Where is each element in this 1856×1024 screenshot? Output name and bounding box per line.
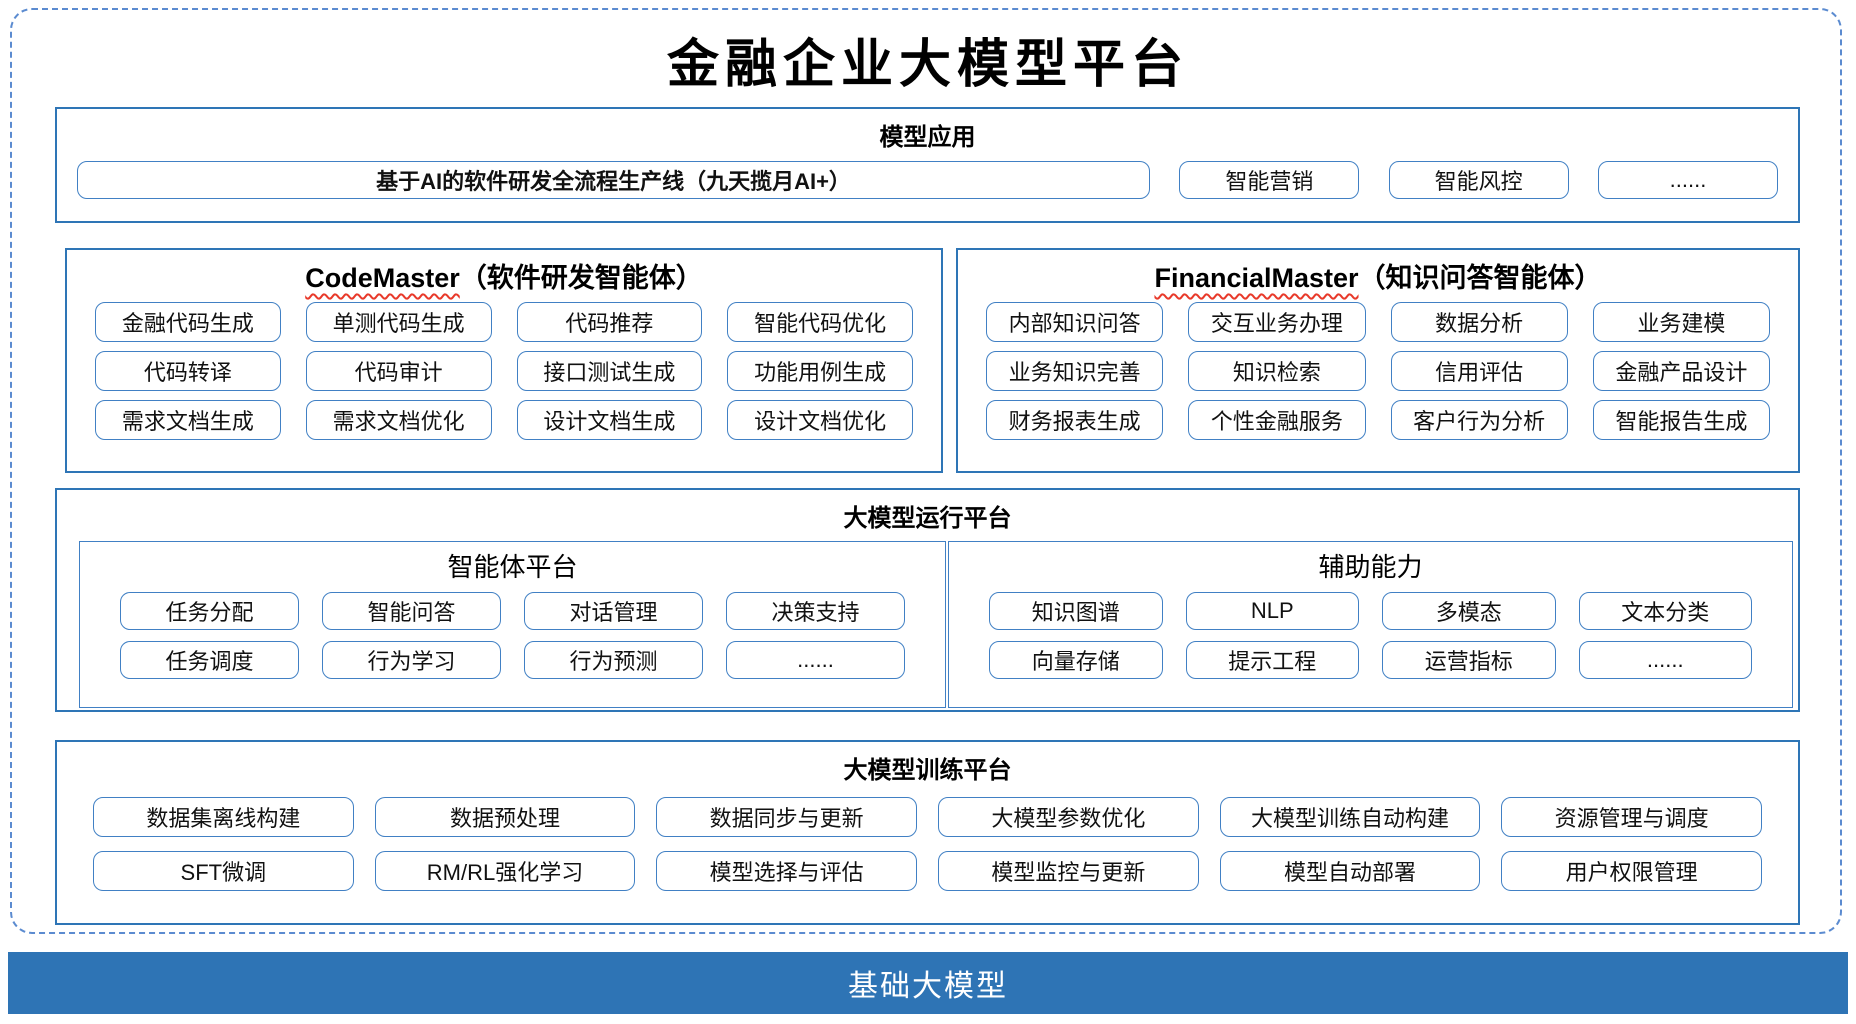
aux-capability-box: 提示工程 [1185, 641, 1359, 679]
training-capability-box: 大模型参数优化 [937, 797, 1199, 837]
agent-platform-box: 智能问答 [322, 592, 501, 630]
codemaster-title: CodeMaster（软件研发智能体） [67, 250, 941, 295]
runtime-inner-row: 智能体平台 任务分配 智能问答 对话管理 决策支持 任务调度 行为学习 行为预测… [57, 533, 1798, 708]
codemaster-capability-box: 功能用例生成 [727, 351, 913, 391]
section-model-apps: 模型应用 基于AI的软件研发全流程生产线（九天揽月AI+） 智能营销 智能风控 … [55, 107, 1800, 223]
training-capability-box: 数据预处理 [374, 797, 636, 837]
aux-capability-box: 知识图谱 [989, 592, 1163, 630]
financialmaster-capability-box: 个性金融服务 [1188, 400, 1366, 440]
section-codemaster: CodeMaster（软件研发智能体） 金融代码生成 单测代码生成 代码推荐 智… [65, 248, 943, 473]
financialmaster-capability-box: 信用评估 [1390, 351, 1568, 391]
training-capability-box: 用户权限管理 [1501, 851, 1762, 891]
aux-capability-box: NLP [1185, 592, 1359, 630]
codemaster-capability-box: 接口测试生成 [516, 351, 703, 391]
app-box-risk-control: 智能风控 [1388, 161, 1569, 199]
codemaster-capability-box: 代码推荐 [516, 302, 703, 342]
codemaster-capability-box: 单测代码生成 [305, 302, 492, 342]
training-capability-box: 模型选择与评估 [656, 851, 917, 891]
section-training-platform: 大模型训练平台 数据集离线构建 数据预处理 数据同步与更新 大模型参数优化 大模… [55, 740, 1800, 925]
codemaster-title-zh: （软件研发智能体） [459, 263, 703, 293]
agent-platform-box: 行为预测 [524, 641, 703, 679]
platform-diagram-frame [10, 8, 1842, 934]
aux-capability-box: 向量存储 [989, 641, 1163, 679]
app-box-ai-pipeline: 基于AI的软件研发全流程生产线（九天揽月AI+） [77, 161, 1150, 199]
financialmaster-capability-box: 客户行为分析 [1390, 400, 1568, 440]
training-capability-box: 模型监控与更新 [937, 851, 1199, 891]
financialmaster-capability-box: 智能报告生成 [1592, 400, 1770, 440]
financialmaster-capability-box: 知识检索 [1188, 351, 1366, 391]
financialmaster-grid: 内部知识问答 交互业务办理 数据分析 业务建模 业务知识完善 知识检索 信用评估… [958, 295, 1798, 440]
financialmaster-capability-box: 业务建模 [1592, 302, 1770, 342]
training-capability-box: 资源管理与调度 [1501, 797, 1762, 837]
financialmaster-title-zh: （知识问答智能体） [1358, 263, 1602, 293]
financialmaster-capability-box: 财务报表生成 [986, 400, 1164, 440]
model-apps-title: 模型应用 [879, 124, 976, 151]
aux-capability-box: 多模态 [1382, 592, 1556, 630]
agent-platform-box: 任务调度 [120, 641, 299, 679]
codemaster-capability-box: 智能代码优化 [727, 302, 913, 342]
training-capability-box: 大模型训练自动构建 [1219, 797, 1481, 837]
training-capability-box: SFT微调 [93, 851, 354, 891]
financialmaster-capability-box: 交互业务办理 [1188, 302, 1366, 342]
training-grid: 数据集离线构建 数据预处理 数据同步与更新 大模型参数优化 大模型训练自动构建 … [57, 785, 1798, 891]
codemaster-title-en: CodeMaster [305, 263, 460, 293]
aux-capability-panel: 辅助能力 知识图谱 NLP 多模态 文本分类 向量存储 提示工程 运营指标 ..… [948, 541, 1793, 708]
codemaster-capability-box: 代码转译 [95, 351, 281, 391]
codemaster-capability-box: 设计文档优化 [727, 400, 913, 440]
aux-capability-title: 辅助能力 [1318, 552, 1423, 582]
agent-platform-box: 任务分配 [120, 592, 299, 630]
footer-base-model-bar: 基础大模型 [8, 952, 1848, 1014]
financialmaster-capability-box: 内部知识问答 [986, 302, 1164, 342]
aux-capability-box: 运营指标 [1382, 641, 1556, 679]
codemaster-capability-box: 代码审计 [305, 351, 492, 391]
agent-platform-grid: 任务分配 智能问答 对话管理 决策支持 任务调度 行为学习 行为预测 .....… [80, 584, 945, 679]
codemaster-capability-box: 需求文档优化 [305, 400, 492, 440]
agent-platform-title: 智能体平台 [447, 552, 578, 582]
agent-platform-panel: 智能体平台 任务分配 智能问答 对话管理 决策支持 任务调度 行为学习 行为预测… [79, 541, 946, 708]
training-capability-box: 数据同步与更新 [656, 797, 917, 837]
section-financialmaster: FinancialMaster（知识问答智能体） 内部知识问答 交互业务办理 数… [956, 248, 1800, 473]
codemaster-capability-box: 设计文档生成 [516, 400, 703, 440]
runtime-title: 大模型运行平台 [843, 505, 1012, 532]
financialmaster-capability-box: 业务知识完善 [986, 351, 1164, 391]
codemaster-grid: 金融代码生成 单测代码生成 代码推荐 智能代码优化 代码转译 代码审计 接口测试… [67, 295, 941, 440]
diagram-title: 金融企业大模型平台 [666, 34, 1189, 95]
agent-platform-box: 对话管理 [524, 592, 703, 630]
aux-capability-box: 文本分类 [1578, 592, 1752, 630]
training-title: 大模型训练平台 [843, 757, 1012, 784]
financialmaster-capability-box: 数据分析 [1390, 302, 1568, 342]
training-capability-box: RM/RL强化学习 [374, 851, 636, 891]
app-box-ellipsis: ...... [1597, 161, 1778, 199]
training-capability-box: 模型自动部署 [1219, 851, 1481, 891]
aux-capability-grid: 知识图谱 NLP 多模态 文本分类 向量存储 提示工程 运营指标 ...... [949, 584, 1792, 679]
training-capability-box: 数据集离线构建 [93, 797, 354, 837]
model-apps-row: 基于AI的软件研发全流程生产线（九天揽月AI+） 智能营销 智能风控 .....… [57, 152, 1798, 199]
financialmaster-title-en: FinancialMaster [1154, 263, 1359, 293]
app-box-marketing: 智能营销 [1179, 161, 1360, 199]
financialmaster-title: FinancialMaster（知识问答智能体） [958, 250, 1798, 295]
financialmaster-capability-box: 金融产品设计 [1592, 351, 1770, 391]
codemaster-capability-box: 需求文档生成 [95, 400, 281, 440]
codemaster-capability-box: 金融代码生成 [95, 302, 281, 342]
agent-platform-box: 行为学习 [322, 641, 501, 679]
agents-row: CodeMaster（软件研发智能体） 金融代码生成 单测代码生成 代码推荐 智… [65, 248, 1800, 473]
agent-platform-box: ...... [726, 641, 905, 679]
aux-capability-box: ...... [1578, 641, 1752, 679]
section-runtime-platform: 大模型运行平台 智能体平台 任务分配 智能问答 对话管理 决策支持 任务调度 行… [55, 488, 1800, 712]
agent-platform-box: 决策支持 [726, 592, 905, 630]
